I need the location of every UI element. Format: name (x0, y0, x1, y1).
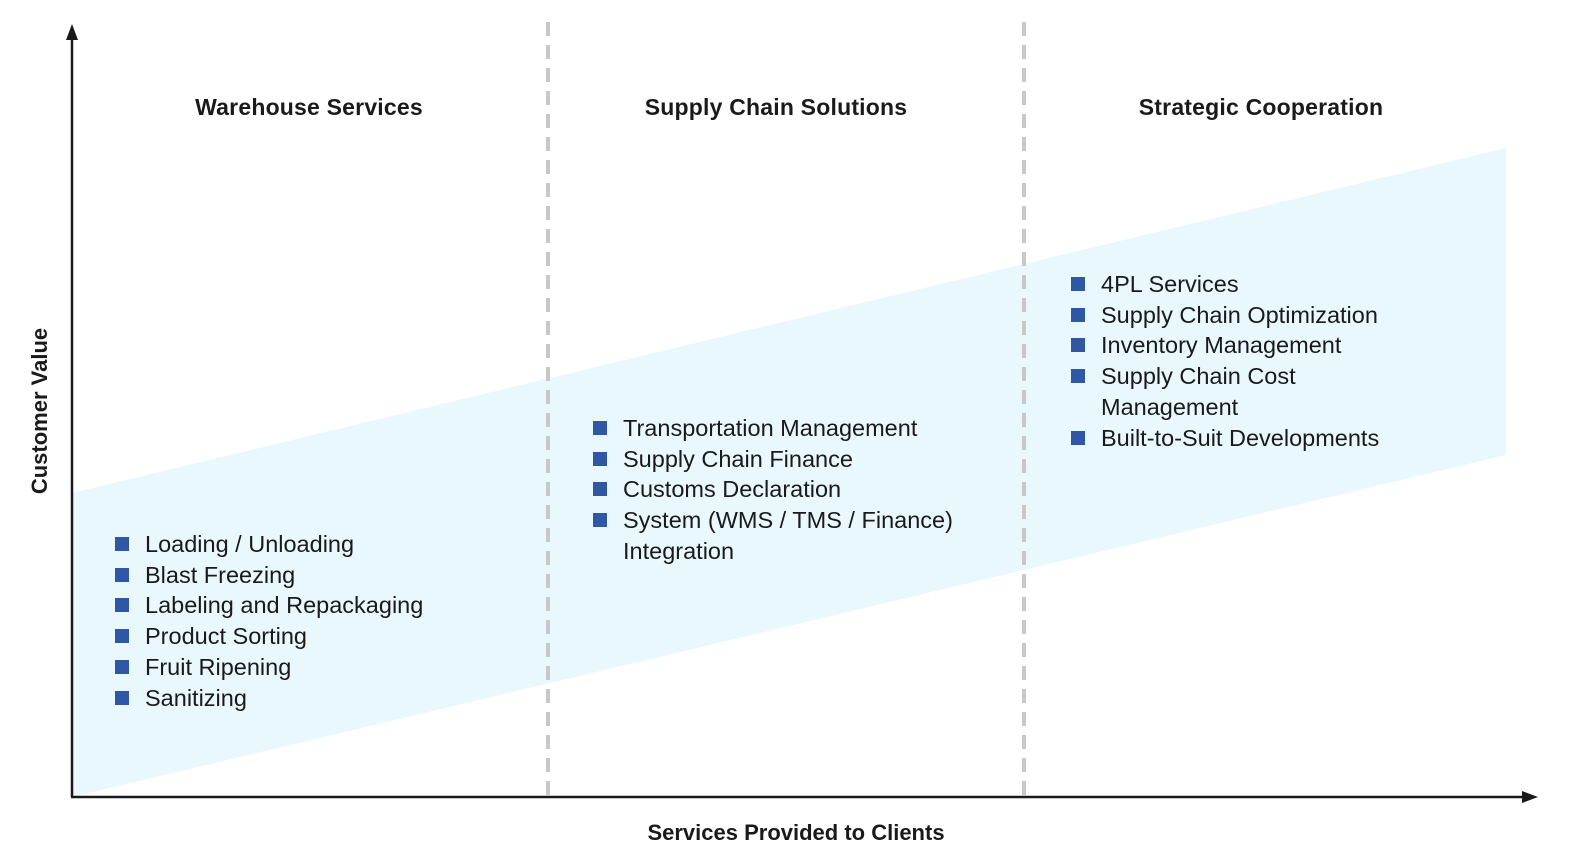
list-item-label: Built-to-Suit Developments (1101, 424, 1380, 451)
list-item: 4PL Services (1071, 269, 1451, 300)
list-item: Inventory Management (1071, 330, 1451, 361)
bullet-square-icon (1071, 430, 1085, 445)
warehouse-services-list: Loading / Unloading Blast Freezing Label… (115, 529, 515, 713)
list-item-label: Supply Chain Cost Management (1101, 363, 1296, 420)
list-item-label: Sanitizing (145, 684, 247, 711)
list-item-label: 4PL Services (1101, 271, 1239, 297)
list-item-label: Labeling and Repackaging (145, 592, 424, 619)
bullet-square-icon (593, 513, 607, 528)
bullet-square-icon (1071, 277, 1085, 291)
list-item-label: Product Sorting (145, 623, 307, 650)
list-item: Fruit Ripening (115, 652, 515, 683)
bullet-square-icon (1071, 369, 1085, 384)
list-item-label: Supply Chain Finance (623, 445, 853, 472)
list-item: Blast Freezing (115, 560, 515, 591)
list-item: Supply Chain Cost Management (1071, 361, 1331, 422)
bullet-square-icon (115, 567, 129, 582)
y-axis-arrowhead (66, 24, 78, 40)
bullet-square-icon (593, 482, 607, 497)
bullet-square-icon (115, 690, 129, 705)
y-axis-label: Customer Value (27, 327, 52, 495)
list-item: Product Sorting (115, 621, 515, 652)
list-item: Supply Chain Optimization (1071, 300, 1451, 331)
x-axis-arrowhead (1522, 791, 1538, 803)
list-item: Sanitizing (115, 683, 515, 714)
list-item: Supply Chain Finance (593, 444, 1003, 475)
list-item: Loading / Unloading (115, 529, 515, 560)
supply-chain-solutions-list: Transportation Management Supply Chain F… (593, 413, 1003, 567)
list-item-label: Blast Freezing (145, 561, 296, 588)
bullet-square-icon (593, 421, 607, 435)
list-item: System (WMS / TMS / Finance) Integration (593, 505, 963, 566)
list-item: Customs Declaration (593, 474, 1003, 505)
column-title-warehouse-services: Warehouse Services (195, 94, 423, 120)
list-item-label: Inventory Management (1101, 332, 1342, 359)
bullet-square-icon (1071, 307, 1085, 322)
bullet-square-icon (1071, 338, 1085, 353)
column-title-strategic-cooperation: Strategic Cooperation (1138, 94, 1384, 120)
list-item-label: Supply Chain Optimization (1101, 301, 1378, 328)
list-item: Built-to-Suit Developments (1071, 423, 1451, 454)
list-item: Labeling and Repackaging (115, 590, 515, 621)
bullet-square-icon (115, 629, 129, 644)
bullet-square-icon (115, 659, 129, 674)
bullet-square-icon (115, 537, 129, 551)
list-item-label: System (WMS / TMS / Finance) Integration (623, 507, 953, 564)
column-title-supply-chain-solutions: Supply Chain Solutions (644, 94, 908, 120)
bullet-square-icon (593, 451, 607, 466)
strategic-cooperation-list: 4PL Services Supply Chain Optimization I… (1071, 269, 1451, 453)
list-item-label: Loading / Unloading (145, 531, 355, 557)
list-item-label: Transportation Management (623, 415, 918, 441)
value-growth-band (72, 148, 1506, 797)
bullet-square-icon (115, 598, 129, 613)
list-item-label: Fruit Ripening (145, 653, 292, 680)
list-item: Transportation Management (593, 413, 1003, 444)
list-item-label: Customs Declaration (623, 476, 842, 503)
x-axis-label: Services Provided to Clients (647, 820, 945, 845)
